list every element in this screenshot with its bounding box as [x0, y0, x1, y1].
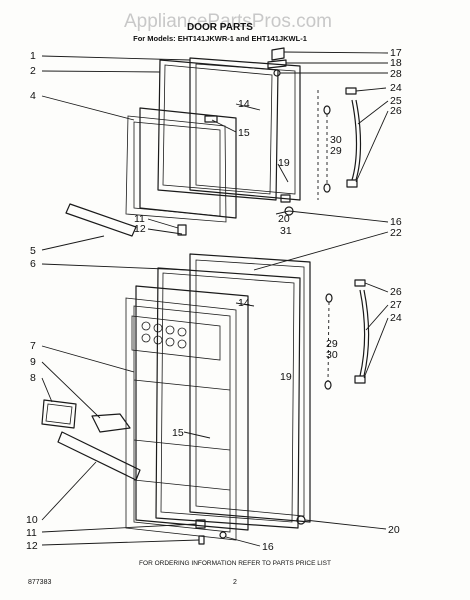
diagram-title: DOOR PARTS — [187, 22, 253, 33]
upper-plug-top — [323, 105, 331, 115]
lower-handle-cap-top — [354, 279, 366, 287]
egg-cup — [177, 327, 187, 337]
lower-handle-cap-bottom — [354, 375, 366, 384]
ordering-note: FOR ORDERING INFORMATION REFER TO PARTS … — [139, 560, 331, 567]
egg-cup — [165, 325, 175, 335]
callout-label: 16 — [390, 216, 402, 228]
watermark-text: AppliancePartsPros.com — [124, 11, 332, 32]
fresh-door-liner — [135, 285, 249, 531]
fresh-bushing — [219, 531, 227, 539]
callout-label: 30 — [330, 134, 342, 146]
egg-cup — [141, 321, 151, 331]
egg-cup — [153, 335, 163, 345]
callout-label: 15 — [172, 427, 184, 439]
egg-cup — [165, 337, 175, 347]
hinge-cap-part — [271, 47, 285, 61]
callout-label: 25 — [390, 95, 402, 107]
callout-label: 26 — [390, 105, 402, 117]
freezer-gasket — [157, 59, 279, 201]
lower-handle — [359, 289, 366, 377]
lower-handle-edge — [363, 289, 370, 377]
callout-label: 19 — [280, 371, 292, 383]
egg-cup — [177, 339, 187, 349]
upper-plug-bottom — [323, 183, 331, 193]
fresh-gasket-inner — [160, 272, 295, 523]
callout-label: 11 — [134, 213, 145, 225]
freezer-hinge-cover — [280, 194, 291, 203]
callout-label: 16 — [262, 541, 274, 553]
callout-label: 6 — [30, 258, 36, 270]
callout-label: 29 — [330, 145, 342, 157]
fresh-screw-part — [198, 535, 205, 545]
egg-cup — [141, 333, 151, 343]
callout-label: 9 — [30, 356, 36, 368]
callout-label: 8 — [30, 372, 36, 384]
fresh-door-face — [195, 259, 305, 517]
fresh-liner-front — [125, 297, 237, 541]
callout-label: 15 — [238, 127, 250, 139]
callout-label: 27 — [390, 299, 402, 311]
callout-label: 2 — [30, 65, 36, 77]
egg-tray — [131, 315, 221, 361]
butter-door — [91, 413, 131, 433]
liner-shelf-line — [133, 439, 231, 451]
callout-label: 28 — [390, 68, 402, 80]
freezer-stop-part — [177, 224, 187, 236]
callout-label: 7 — [30, 340, 36, 352]
freezer-outer-door — [189, 57, 301, 201]
egg-cup — [153, 323, 163, 333]
callout-label: 26 — [390, 286, 402, 298]
hinge-screw-part — [273, 69, 281, 77]
butter-compartment-inner — [45, 403, 73, 425]
fresh-liner-recess — [133, 305, 231, 533]
page-number: 2 — [233, 579, 237, 586]
callout-label: 17 — [390, 47, 402, 59]
callout-label: 20 — [388, 524, 400, 536]
models-subtitle: For Models: EHT141JKWR-1 and EHT141JKWL-… — [133, 34, 307, 43]
liner-shelf-line — [133, 379, 231, 391]
lower-plug-axis — [327, 301, 330, 382]
callout-label: 19 — [278, 157, 290, 169]
fresh-gasket — [155, 267, 301, 529]
callout-label: 12 — [26, 540, 38, 552]
callout-label: 4 — [30, 90, 36, 102]
upper-handle — [351, 99, 358, 181]
freezer-door-liner — [139, 107, 237, 219]
butter-compartment — [41, 399, 77, 429]
leader-lines — [41, 51, 389, 547]
callout-label: 12 — [134, 223, 146, 235]
document-code: 877383 — [28, 579, 51, 586]
callout-label: 22 — [390, 227, 402, 239]
callout-label: 14 — [238, 98, 250, 110]
callout-label: 11 — [26, 527, 37, 539]
callout-label: 1 — [30, 50, 36, 62]
upper-handle-cap-top — [345, 87, 357, 95]
fresh-shelf-bar — [57, 431, 141, 481]
upper-handle-edge — [355, 99, 362, 181]
freezer-gasket-inner — [162, 64, 273, 195]
liner-shelf-line — [133, 479, 231, 491]
upper-handle-cap-bottom — [346, 179, 358, 188]
lower-plug-bottom — [324, 380, 332, 390]
fresh-outer-door — [189, 253, 311, 523]
freezer-strike-part — [204, 115, 218, 123]
freezer-liner-front — [125, 115, 227, 223]
callout-numbers: 1 2 4 5 6 7 9 8 10 11 12 11 12 14 15 19 … — [26, 47, 402, 553]
callout-label: 20 — [278, 213, 290, 225]
callout-label: 31 — [280, 225, 292, 237]
callout-label: 29 — [326, 338, 338, 350]
callout-label: 14 — [238, 297, 250, 309]
callout-label: 24 — [390, 82, 402, 94]
lower-plug-top — [325, 293, 333, 303]
callout-label: 10 — [26, 514, 38, 526]
callout-label: 18 — [390, 57, 402, 69]
callout-label: 24 — [390, 312, 402, 324]
freezer-liner-recess — [133, 121, 221, 217]
callout-label: 30 — [326, 349, 338, 361]
callout-label: 5 — [30, 245, 36, 257]
freezer-shelf-bar — [65, 203, 137, 237]
hinge-plate-part — [267, 59, 287, 69]
